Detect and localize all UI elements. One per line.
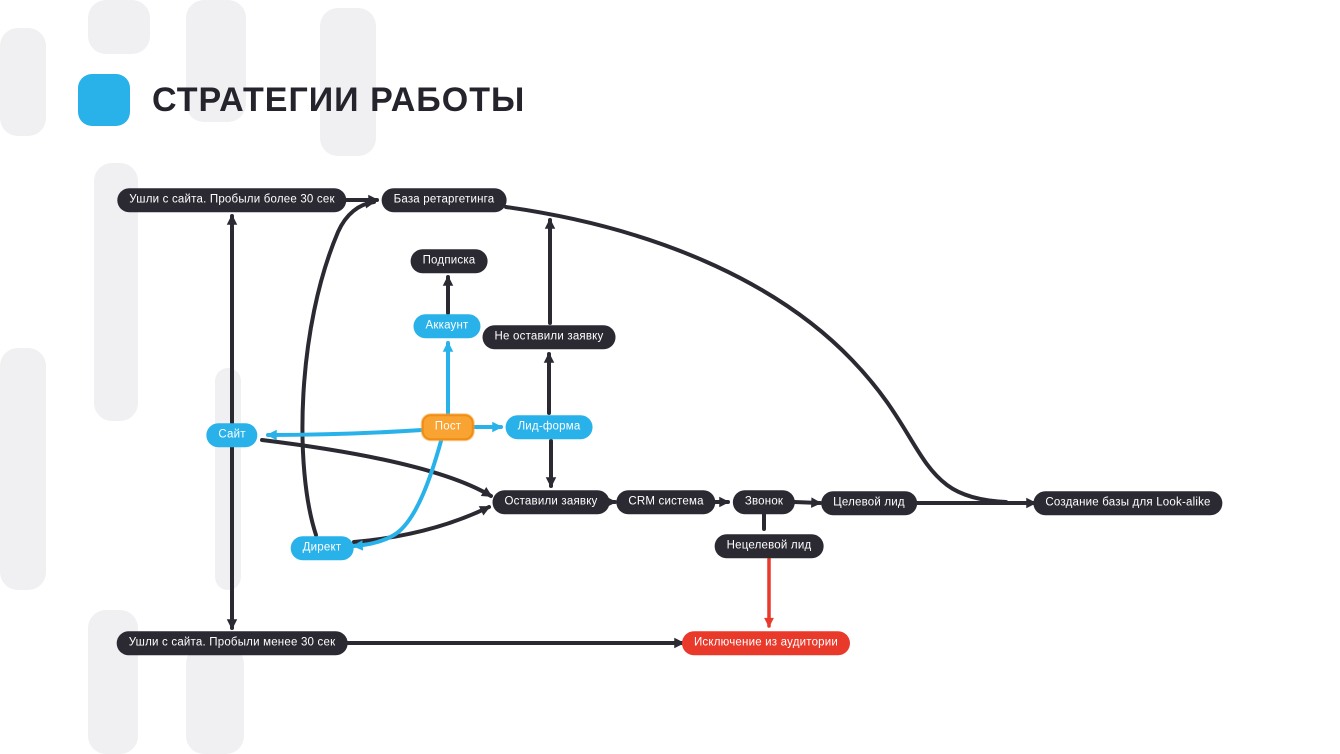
node-direct: Директ [290,536,354,560]
node-left-request: Оставили заявку [492,490,610,514]
edge-site-to-left-request [260,438,493,498]
bg-shape [186,0,246,122]
edge-direct-to-retargeting-base [300,197,376,537]
edge-post-to-site [266,428,424,441]
bg-shape [320,8,376,156]
node-audience-exclusion: Исключение из аудитории [681,631,851,655]
node-crm: CRM система [616,490,716,514]
edge-call-to-target-lead [792,497,822,508]
node-non-target-lead: Нецелевой лид [714,534,824,558]
node-site: Сайт [206,423,258,447]
edge-retargeting-base-to-lookalike-base [504,205,1008,504]
bg-shape [0,348,46,590]
title-accent-square [78,74,130,126]
node-target-lead: Целевой лид [821,491,917,515]
node-no-request: Не оставили заявку [482,325,616,349]
page-title: СТРАТЕГИИ РАБОТЫ [152,80,526,119]
node-retargeting-base: База ретаргетинга [381,188,507,212]
edge-post-to-direct [352,439,443,551]
bg-shape [215,368,241,590]
node-lookalike-base: Создание базы для Look-alike [1033,491,1223,515]
node-left-long-stay: Ушли с сайта. Пробыли более 30 сек [117,188,347,212]
bg-shape [186,646,244,754]
page-header: СТРАТЕГИИ РАБОТЫ [78,74,525,126]
bg-shape [88,0,150,54]
bg-shape [0,28,46,136]
node-left-short-stay: Ушли с сайта. Пробыли менее 30 сек [116,631,348,655]
node-account: Аккаунт [413,314,481,338]
node-call: Звонок [732,490,796,514]
edge-direct-to-left-request [352,505,491,544]
node-subscription: Подписка [410,249,488,273]
node-post: Пост [421,414,475,440]
node-lead-form: Лид-форма [505,415,593,439]
